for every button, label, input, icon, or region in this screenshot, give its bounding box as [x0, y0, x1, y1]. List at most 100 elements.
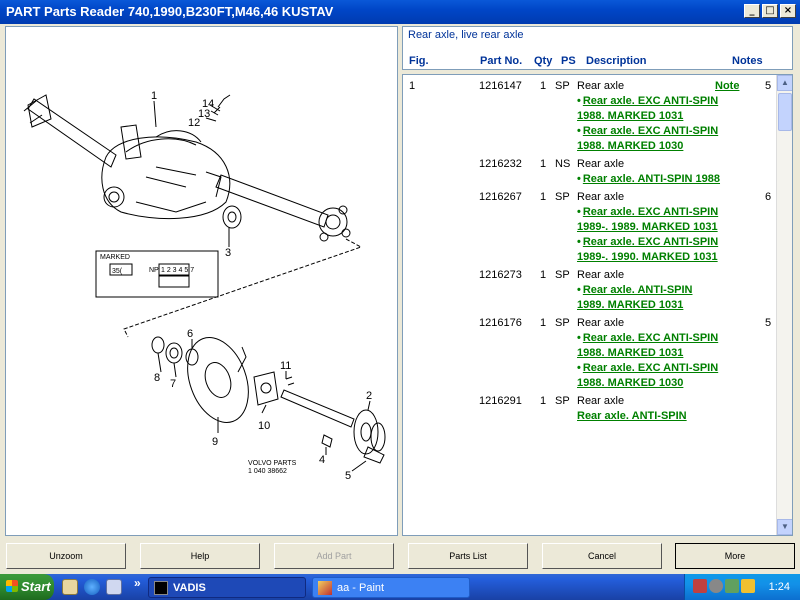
task-label: VADIS: [173, 582, 206, 594]
vertical-scrollbar[interactable]: ▲ ▼: [776, 75, 792, 535]
sub-item-link[interactable]: Rear axle. ANTI-SPIN: [577, 410, 687, 422]
part-number-cell: 1216147: [479, 80, 522, 92]
sub-item-link[interactable]: •Rear axle. ANTI-SPIN 1988: [577, 172, 723, 187]
bullet-icon: •: [577, 95, 581, 107]
add-part-button[interactable]: Add Part: [274, 543, 394, 569]
qty-cell: 1: [540, 269, 547, 281]
sub-item-link[interactable]: •Rear axle. EXC ANTI-SPIN 1988. MARKED 1…: [577, 331, 723, 361]
taskbar-item-paint[interactable]: aa - Paint: [312, 577, 470, 598]
more-button[interactable]: More: [675, 543, 795, 569]
part-number-cell: 1216232: [479, 158, 522, 170]
callout-label: 12: [188, 117, 200, 129]
unzoom-button[interactable]: Unzoom: [6, 543, 126, 569]
col-qty: Qty: [534, 55, 553, 67]
start-button[interactable]: Start: [0, 574, 54, 600]
minimize-button[interactable]: _: [744, 4, 760, 18]
col-part-no: Part No.: [480, 55, 523, 67]
internet-explorer-icon[interactable]: [84, 579, 100, 595]
sub-item-label: Rear axle. EXC ANTI-SPIN 1988. MARKED 10…: [577, 362, 719, 389]
description-cell: Rear axle: [577, 269, 625, 281]
volvo-parts-label: VOLVO PARTS: [248, 460, 297, 467]
part-number-cell: 1216273: [479, 269, 522, 281]
description-cell: Rear axle: [577, 317, 625, 329]
callout-label: 13: [198, 108, 210, 120]
callout-label: 8: [154, 372, 160, 384]
description-cell: Rear axle: [577, 395, 625, 407]
ps-cell: SP: [555, 317, 570, 329]
callout-label: 6: [187, 328, 193, 340]
part-number-cell: 1216267: [479, 191, 522, 203]
callout-label: 5: [345, 470, 351, 482]
system-tray: 1:24: [684, 574, 800, 600]
description-cell: Rear axle: [577, 80, 625, 92]
scroll-thumb[interactable]: [778, 93, 792, 131]
notepad-icon[interactable]: [62, 579, 78, 595]
description-cell: Rear axle: [577, 191, 625, 203]
bullet-icon: •: [577, 206, 581, 218]
parts-list-button[interactable]: Parts List: [408, 543, 528, 569]
bullet-icon: •: [577, 284, 581, 296]
sub-item-link[interactable]: •Rear axle. EXC ANTI-SPIN 1989-. 1989. M…: [577, 205, 723, 235]
sub-item-label: Rear axle. ANTI-SPIN 1988: [582, 173, 721, 185]
bullet-icon: •: [577, 125, 581, 137]
vadis-icon: [154, 581, 168, 595]
sub-item-link[interactable]: •Rear axle. EXC ANTI-SPIN 1988. MARKED 1…: [577, 94, 723, 124]
qty-cell: 1: [540, 191, 547, 203]
col-ps: PS: [561, 55, 576, 67]
antivirus-icon[interactable]: [709, 579, 723, 593]
network-icon[interactable]: [693, 579, 707, 593]
part-number-cell: 1216291: [479, 395, 522, 407]
table-row[interactable]: 1216273 1 SP Rear axle: [403, 267, 777, 283]
sub-item-link[interactable]: •Rear axle. ANTI-SPIN 1989. MARKED 1031: [577, 283, 723, 313]
scroll-down-icon[interactable]: ▼: [777, 519, 792, 535]
ps-cell: SP: [555, 80, 570, 92]
np-label: NP: [149, 267, 159, 274]
sub-item-link[interactable]: •Rear axle. EXC ANTI-SPIN 1988. MARKED 1…: [577, 361, 723, 391]
outlook-icon[interactable]: [106, 579, 122, 595]
bullet-icon: •: [577, 173, 581, 185]
qty-cell: 1: [540, 395, 547, 407]
callout-label: 2: [366, 390, 372, 402]
callout-label: 4: [319, 454, 325, 466]
xear-icon[interactable]: [741, 579, 755, 593]
parts-diagram-pane[interactable]: 1 14 13 12 3 6 8 7 11 2 10 9 4 5 MARKED …: [5, 26, 398, 536]
sub-item-link[interactable]: •Rear axle. EXC ANTI-SPIN 1988. MARKED 1…: [577, 124, 723, 154]
callout-label: 9: [212, 436, 218, 448]
bullet-icon: •: [577, 362, 581, 374]
callout-label: 1: [151, 90, 157, 102]
note-link[interactable]: Note: [715, 80, 740, 92]
qty-cell: 1: [540, 317, 547, 329]
table-row[interactable]: 1216291 1 SP Rear axle: [403, 393, 777, 409]
taskbar: Start » VADIS aa - Paint 1:24: [0, 574, 800, 600]
quicklaunch-chevron-icon[interactable]: »: [134, 576, 141, 590]
volvo-parts-code: 1 040 38662: [248, 468, 287, 475]
cancel-button[interactable]: Cancel: [542, 543, 662, 569]
sub-item-label: Rear axle. EXC ANTI-SPIN 1988. MARKED 10…: [577, 125, 719, 152]
security-icon[interactable]: [725, 579, 739, 593]
fig-cell: 1: [409, 80, 416, 92]
taskbar-item-vadis[interactable]: VADIS: [148, 577, 306, 598]
maximize-button[interactable]: □: [762, 4, 778, 18]
help-button[interactable]: Help: [140, 543, 260, 569]
clock: 1:24: [768, 581, 790, 593]
ps-cell: SP: [555, 395, 570, 407]
scroll-up-icon[interactable]: ▲: [777, 75, 792, 91]
sub-item-link[interactable]: •Rear axle. EXC ANTI-SPIN 1989-. 1990. M…: [577, 235, 723, 265]
windows-logo-icon: [6, 580, 18, 592]
rear-axle-diagram[interactable]: 1 14 13 12 3 6 8 7 11 2 10 9 4 5 MARKED …: [6, 27, 398, 536]
qty-cell: 1: [540, 158, 547, 170]
ps-cell: SP: [555, 269, 570, 281]
start-label: Start: [21, 579, 51, 594]
close-button[interactable]: ×: [780, 4, 796, 18]
marked-value: 35(: [112, 268, 123, 275]
notes-cell: 5: [765, 80, 772, 92]
parts-list-header: Rear axle, live rear axle Fig. Part No. …: [402, 26, 793, 70]
paint-icon: [318, 581, 332, 595]
section-title: Rear axle, live rear axle: [408, 29, 524, 41]
